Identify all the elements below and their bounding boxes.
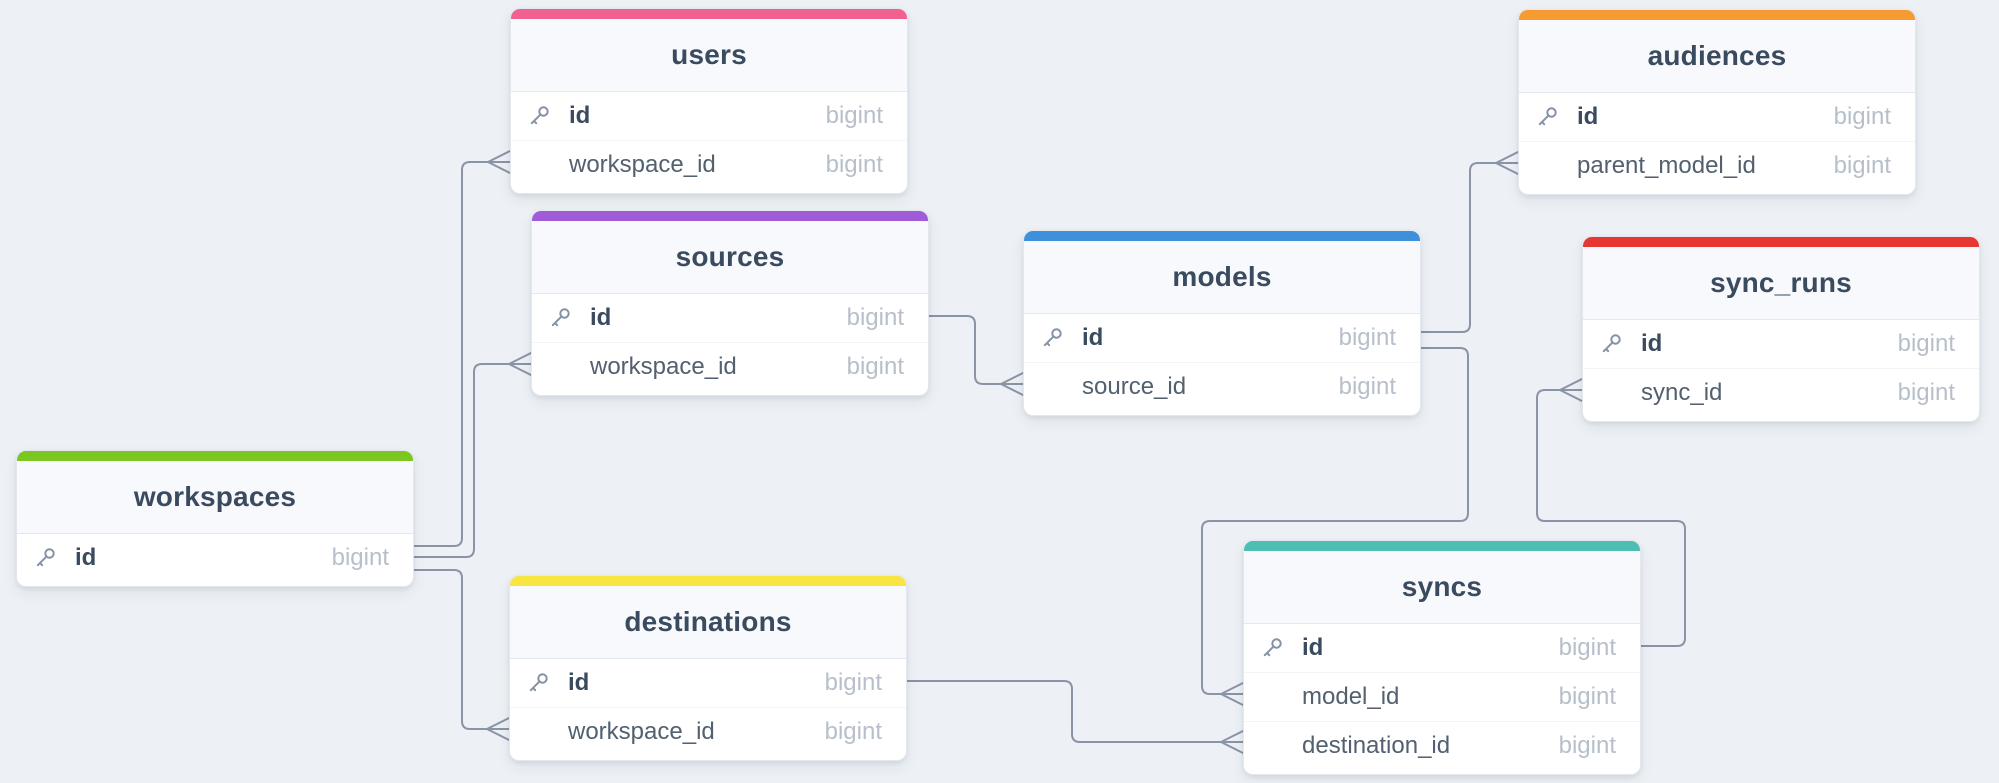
table-color-bar [1244, 541, 1640, 551]
field-name: model_id [1302, 683, 1400, 710]
field-row[interactable]: model_id bigint [1244, 672, 1640, 721]
field-type: bigint [331, 544, 389, 571]
field-type: bigint [824, 718, 882, 745]
key-icon [1599, 332, 1623, 356]
field-name: parent_model_id [1577, 152, 1756, 179]
field-row[interactable]: source_id bigint [1024, 362, 1420, 411]
field-type: bigint [825, 151, 883, 178]
field-row[interactable]: id bigint [511, 92, 907, 140]
field-name: id [1577, 103, 1599, 130]
crow-foot-icon [508, 352, 532, 376]
field-name: id [569, 102, 591, 129]
table-color-bar [511, 9, 907, 19]
relationship-sources-models[interactable] [928, 315, 1024, 396]
field-name: id [1082, 324, 1104, 351]
relationship-workspaces-users[interactable] [413, 150, 511, 547]
field-type: bigint [1897, 330, 1955, 357]
crow-foot-icon [1495, 151, 1519, 175]
field-type: bigint [1558, 732, 1616, 759]
field-type: bigint [1833, 152, 1891, 179]
field-type: bigint [825, 102, 883, 129]
field-name: id [75, 544, 97, 571]
field-row[interactable]: id bigint [532, 294, 928, 342]
crow-foot-icon [486, 717, 510, 741]
key-icon [1535, 105, 1559, 129]
table-sources[interactable]: sources id bigint workspace_id bigint [531, 210, 929, 396]
table-audiences[interactable]: audiences id bigint parent_model_id bigi… [1518, 9, 1916, 195]
field-type: bigint [1338, 373, 1396, 400]
table-models[interactable]: models id bigint source_id bigint [1023, 230, 1421, 416]
field-row[interactable]: destination_id bigint [1244, 721, 1640, 770]
field-row[interactable]: id bigint [1583, 320, 1979, 368]
crow-foot-icon [487, 150, 511, 174]
field-row[interactable]: workspace_id bigint [510, 707, 906, 756]
crow-foot-icon [1220, 730, 1244, 754]
field-name: id [590, 304, 612, 331]
field-type: bigint [846, 353, 904, 380]
field-type: bigint [1558, 634, 1616, 661]
table-color-bar [1519, 10, 1915, 20]
field-type: bigint [1833, 103, 1891, 130]
key-icon [526, 671, 550, 695]
table-title: syncs [1401, 571, 1483, 602]
field-type: bigint [1338, 324, 1396, 351]
key-icon [33, 546, 57, 570]
table-color-bar [1024, 231, 1420, 241]
field-row[interactable]: id bigint [1519, 93, 1915, 141]
field-name: id [1302, 634, 1324, 661]
relationship-models-audiences[interactable] [1420, 151, 1519, 333]
crow-foot-icon [1000, 372, 1024, 396]
table-color-bar [510, 576, 906, 586]
table-title: sync_runs [1710, 267, 1852, 298]
table-sync_runs[interactable]: sync_runs id bigint sync_id bigint [1582, 236, 1980, 422]
key-icon [527, 104, 551, 128]
field-row[interactable]: parent_model_id bigint [1519, 141, 1915, 190]
table-color-bar [17, 451, 413, 461]
field-type: bigint [1558, 683, 1616, 710]
field-name: id [568, 669, 590, 696]
table-title: audiences [1647, 40, 1787, 71]
table-users[interactable]: users id bigint workspace_id bigint [510, 8, 908, 194]
field-name: workspace_id [569, 151, 716, 178]
table-title: sources [675, 241, 785, 272]
field-type: bigint [846, 304, 904, 331]
field-name: sync_id [1641, 379, 1723, 406]
relationship-workspaces-sources[interactable] [413, 352, 532, 558]
table-color-bar [1583, 237, 1979, 247]
field-type: bigint [1897, 379, 1955, 406]
field-row[interactable]: id bigint [1024, 314, 1420, 362]
field-name: source_id [1082, 373, 1187, 400]
relationship-syncs-sync_runs[interactable] [1536, 378, 1686, 647]
table-title: models [1172, 261, 1272, 292]
field-row[interactable]: id bigint [1244, 624, 1640, 672]
field-row[interactable]: workspace_id bigint [532, 342, 928, 391]
field-row[interactable]: id bigint [17, 534, 413, 582]
field-name: workspace_id [590, 353, 737, 380]
relationship-models-syncs[interactable] [1201, 347, 1469, 706]
field-name: destination_id [1302, 732, 1451, 759]
crow-foot-icon [1559, 378, 1583, 402]
table-destinations[interactable]: destinations id bigint workspace_id bigi… [509, 575, 907, 761]
field-name: id [1641, 330, 1663, 357]
table-title: users [671, 39, 747, 70]
field-row[interactable]: id bigint [510, 659, 906, 707]
table-syncs[interactable]: syncs id bigint model_id bigint destinat… [1243, 540, 1641, 775]
field-row[interactable]: workspace_id bigint [511, 140, 907, 189]
relationship-destinations-syncs[interactable] [906, 680, 1244, 754]
field-row[interactable]: sync_id bigint [1583, 368, 1979, 417]
relationship-workspaces-destinations[interactable] [413, 569, 510, 741]
key-icon [548, 306, 572, 330]
table-color-bar [532, 211, 928, 221]
field-type: bigint [824, 669, 882, 696]
field-name: workspace_id [568, 718, 715, 745]
table-workspaces[interactable]: workspaces id bigint [16, 450, 414, 587]
table-title: destinations [624, 606, 792, 637]
table-title: workspaces [133, 481, 297, 512]
key-icon [1040, 326, 1064, 350]
crow-foot-icon [1220, 682, 1244, 706]
key-icon [1260, 636, 1284, 660]
